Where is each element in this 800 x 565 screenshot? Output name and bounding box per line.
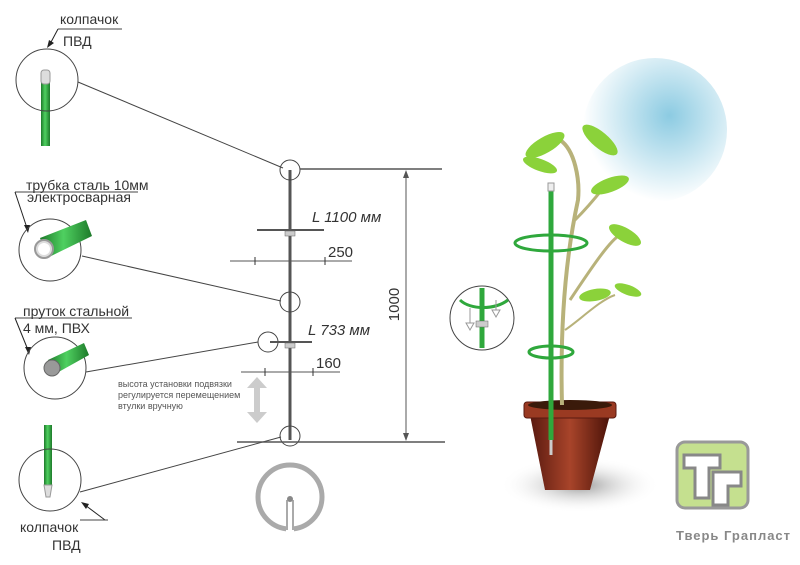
cap-bottom-label-2: ПВД bbox=[52, 537, 81, 553]
adjust-arrow-icon bbox=[247, 377, 267, 423]
note-line: регулируется перемещением bbox=[118, 390, 241, 400]
tube-detail bbox=[14, 191, 282, 302]
note-line: втулки вручную bbox=[118, 401, 183, 411]
rod-detail bbox=[14, 317, 259, 400]
large-ring-offset: 250 bbox=[328, 244, 354, 261]
cap-top-label-1: колпачок bbox=[60, 11, 119, 27]
cap-top-detail bbox=[15, 28, 284, 169]
small-ring-length: L 733 мм bbox=[308, 322, 370, 339]
brand-name: Тверь Грапласт bbox=[676, 528, 792, 543]
sky-circle bbox=[583, 58, 727, 202]
small-ring-offset: 160 bbox=[316, 355, 342, 372]
rod-label-2: 4 мм, ПВХ bbox=[23, 320, 90, 336]
plant-illustration bbox=[449, 124, 660, 513]
note-line: высота установки подвязки bbox=[118, 379, 232, 389]
rod-label-1: пруток стальной bbox=[23, 303, 130, 319]
tube-label-1: трубка сталь 10мм bbox=[26, 177, 149, 193]
large-ring-length: L 1100 мм bbox=[312, 209, 382, 226]
cap-bottom-detail bbox=[18, 425, 282, 521]
height-dimension: 1000 bbox=[386, 287, 404, 322]
tube-label-2: электросварная bbox=[27, 189, 132, 205]
cap-bottom-label-1: колпачок bbox=[20, 519, 79, 535]
stake-drawing bbox=[230, 159, 445, 533]
cap-top-label-2: ПВД bbox=[63, 33, 92, 49]
adjustment-note: высота установки подвязки регулируется п… bbox=[118, 379, 240, 412]
brand-logo bbox=[675, 440, 750, 510]
